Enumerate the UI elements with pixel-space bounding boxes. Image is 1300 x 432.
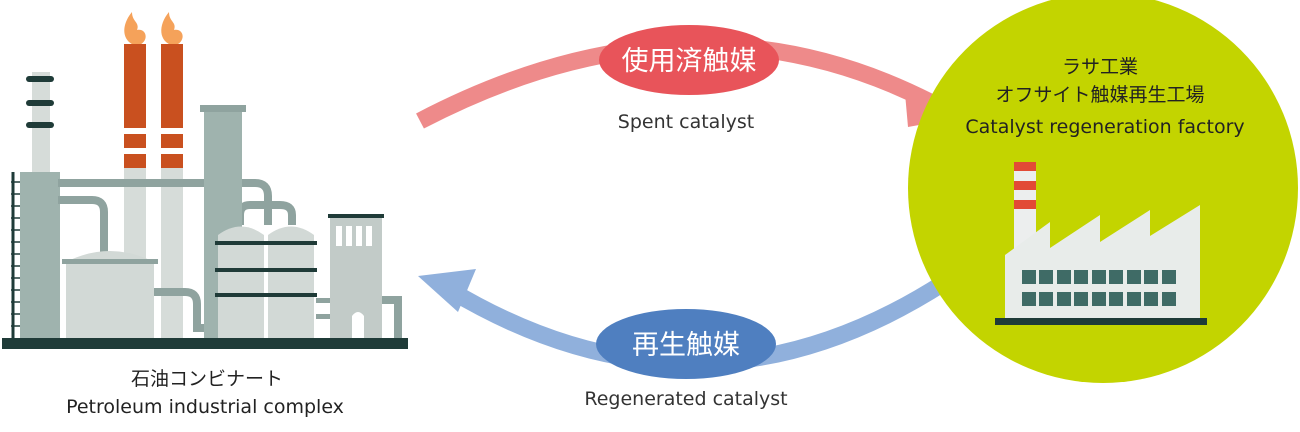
factory-label-jp-line1: ラサ工業 [1062, 56, 1138, 78]
spent-catalyst-badge-text: 使用済触媒 [622, 46, 757, 77]
factory-icon [995, 162, 1207, 325]
spent-catalyst-caption: Spent catalyst [618, 111, 754, 133]
regenerated-catalyst-badge-text: 再生触媒 [632, 330, 740, 361]
factory-label-jp-line2: オフサイト触媒再生工場 [995, 84, 1204, 106]
regenerated-catalyst-caption: Regenerated catalyst [584, 388, 787, 410]
regenerated-catalyst-badge: 再生触媒 [596, 309, 776, 379]
refinery-label-jp: 石油コンビナート [131, 368, 283, 390]
factory-label-en: Catalyst regeneration factory [965, 116, 1244, 138]
refinery-icon [2, 12, 408, 349]
refinery-label-en: Petroleum industrial complex [66, 396, 344, 418]
flame-icon [124, 12, 183, 46]
reactor-pair [215, 226, 317, 340]
regeneration-factory-node: ラサ工業 オフサイト触媒再生工場 Catalyst regeneration f… [908, 0, 1298, 383]
spent-catalyst-badge: 使用済触媒 [599, 25, 779, 95]
